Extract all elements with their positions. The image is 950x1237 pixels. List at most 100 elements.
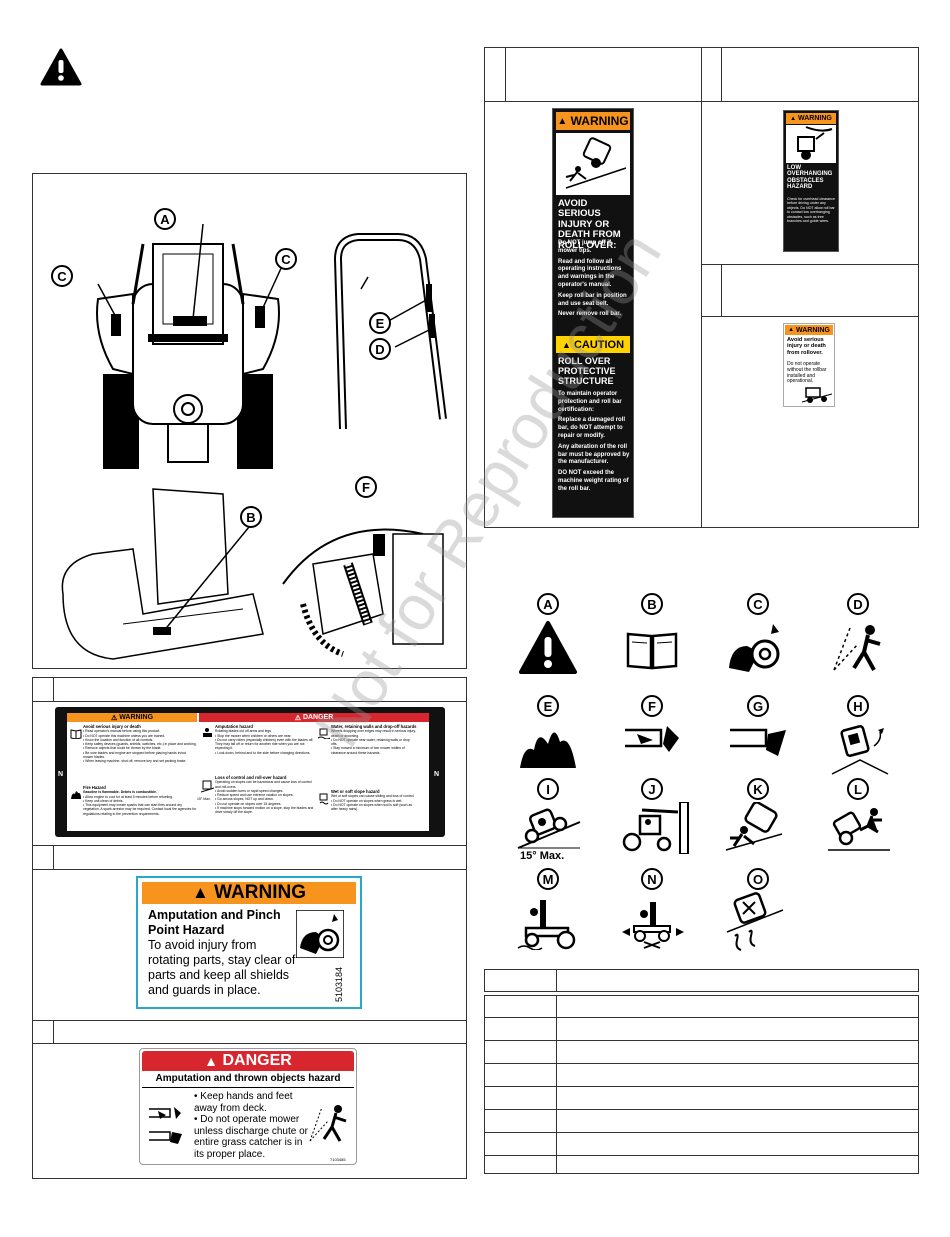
warning-triangle-icon: ▲ [561, 339, 571, 350]
mower-rider-icon [203, 728, 212, 737]
seat-body: Do not operate without the rollbar insta… [787, 361, 827, 385]
avoid-item: • Be sure blades and engine are stopped … [83, 750, 186, 759]
avoid-item: • Know the location and function of all … [83, 737, 154, 742]
fire-lead: Gasoline is flammable. Debris is combust… [83, 790, 157, 795]
danger-deck-label: ▲ DANGER Amputation and thrown objects h… [139, 1048, 357, 1165]
danger-part-number: 7103485 [330, 1157, 346, 1162]
amp-item: • Stop the mower when children or others… [215, 733, 292, 738]
water-item: • Do NOT operate near water, retaining w… [331, 737, 410, 746]
caution-title: ROLL OVER PROTECTIVE STRUCTURE [558, 356, 616, 386]
wet-slope-icon [726, 892, 784, 951]
wet-title: Wet or soft slope hazard [331, 789, 380, 794]
avoid-item: • Keep safety devices (guards, shields, … [83, 742, 197, 746]
callout-c-left: C [51, 265, 73, 287]
fire-item: • Keep unit clean of debris. [83, 798, 124, 803]
callout-e: E [369, 312, 391, 334]
foot-deck-icon [730, 728, 786, 756]
symbol-letter-k: K [747, 778, 769, 800]
water-item: • Stay mowed a minimum of two mower widt… [331, 746, 405, 755]
symbol-letter-h: H [847, 695, 869, 717]
loss-title: Loss of control and roll-over hazard [215, 775, 287, 780]
hand-deck-icon [625, 726, 679, 752]
symbol-letter-o: O [747, 868, 769, 890]
table-row [484, 1133, 919, 1156]
symbol-letter-e: E [537, 695, 559, 717]
wide-danger-header: ⚠ DANGER [199, 713, 429, 722]
caution-header: ▲ CAUTION [556, 336, 630, 353]
symbol-letter-j: J [641, 778, 663, 800]
symbol-letter-i: I [537, 778, 559, 800]
table-row [484, 995, 919, 1018]
warning-triangle-icon: ▲ [557, 115, 568, 127]
avoid-title: Avoid serious injury or death [83, 724, 141, 729]
amp-lead: Rotating blades cut off arms and legs [215, 729, 271, 734]
avoid-item: • Remove objects that could be thrown by… [83, 746, 162, 751]
slope-limit-icon [517, 808, 581, 849]
side-letter-right: N [434, 771, 440, 778]
amputation-warning-header: ▲ WARNING [142, 882, 356, 904]
slope-icon [201, 780, 214, 793]
seat-title: Avoid serious injury or death from rollo… [787, 337, 826, 356]
symbol-letter-a: A [537, 593, 559, 615]
loss-item: • Avoid sudden turns or rapid speed chan… [215, 788, 284, 793]
warning-triangle-icon: ⚠ [110, 714, 118, 722]
overhead-body: Check for overhead clearance before driv… [787, 197, 835, 224]
table-row [484, 1110, 919, 1133]
symbol-letter-l: L [847, 778, 869, 800]
overhead-title: LOW OVERHANGING OBSTACLES HAZARD [787, 165, 833, 190]
wet-lead: Wet or soft slopes can cause sliding and… [331, 794, 415, 799]
caution-line: DO NOT exceed the machine weight rating … [558, 470, 629, 492]
warning-triangle-icon: ⚠ [294, 714, 301, 722]
rollover-warning-header: ▲ WARNING [556, 112, 630, 130]
rollover-line: Never remove roll bar. [558, 311, 622, 318]
avoid-item: • Do NOT operate this machine unless you… [83, 733, 166, 738]
caution-line: To maintain operator protection and roll… [558, 391, 622, 413]
warning-triangle-icon [519, 621, 577, 674]
rollover-mower-icon [556, 133, 630, 195]
loss-item: • If machine stops forward motion on a s… [215, 805, 314, 814]
manual-book-icon [70, 729, 82, 739]
wide-safety-label: ⚠ WARNING ⚠ DANGER Avoid serious injury … [55, 707, 445, 837]
symbol-letter-m: M [537, 868, 559, 890]
deck-spring-illustration [282, 528, 444, 657]
pinch-point-icon [296, 910, 344, 958]
water-lead: Wheels dropping over edges may result in… [331, 729, 416, 738]
symbol-letter-g: G [747, 695, 769, 717]
warning-triangle-icon: ▲ [192, 883, 209, 902]
water-dropoff-icon [318, 728, 330, 739]
rollover-line: Keep roll bar in position and use seat b… [558, 292, 627, 307]
rollover-line: Do NOT jump off if mower tips. [558, 240, 611, 254]
fire-title: Fire Hazard [83, 785, 106, 790]
amputation-body: To avoid injury from rotating parts, sta… [148, 938, 296, 997]
overhead-warning-header: ▲ WARNING [786, 113, 836, 124]
overhead-obstacle-icon [622, 802, 689, 854]
manual-book-icon [626, 632, 678, 670]
loss-item: • Do not operate on slopes over 15 degre… [215, 801, 282, 806]
fire-item: • Allow engine to cool for at least 5 mi… [83, 794, 173, 799]
avoid-item: • When leaving machine, shut off, remove… [83, 759, 187, 763]
wet-item: • Do NOT operate on slopes when soil is … [331, 802, 413, 811]
seat-compartment-illustration [61, 488, 264, 660]
seat-warning-header: ▲ WARNING [785, 325, 833, 335]
mower-water-icon [517, 900, 576, 950]
symbol-letter-b: B [641, 593, 663, 615]
amputation-title: Amputation and Pinch Point Hazard [148, 908, 281, 937]
wet-slope-icon [319, 793, 329, 805]
amp-item: • Do not carry riders (especially childr… [215, 737, 314, 751]
amp-title: Amputation hazard [215, 724, 253, 729]
roll-bar-illustration [334, 233, 447, 429]
mower-tip-icon [831, 725, 889, 775]
callout-b: B [240, 506, 262, 528]
loss-item: • Reduce speed and use extreme caution o… [215, 793, 294, 797]
hand-deck-icon [149, 1107, 181, 1119]
loss-item: • Go across slopes, NOT up and down. [215, 797, 274, 802]
amputation-warning-label: ▲ WARNING Amputation and Pinch Point Haz… [136, 876, 362, 1009]
warning-triangle-icon: ▲ [790, 115, 797, 122]
table-row [484, 1064, 919, 1087]
callout-d: D [369, 338, 391, 360]
rollover-line: Read and follow all operating instructio… [558, 258, 622, 288]
fire-item: • This equipment may create sparks that … [83, 803, 197, 816]
safety-symbol-grid: A B C D E F G H I 15° Max. J K L M N O [490, 580, 930, 960]
table-row [484, 1041, 919, 1064]
rollover-title: AVOID SERIOUS INJURY OR DEATH FROM ROLL … [558, 198, 621, 251]
